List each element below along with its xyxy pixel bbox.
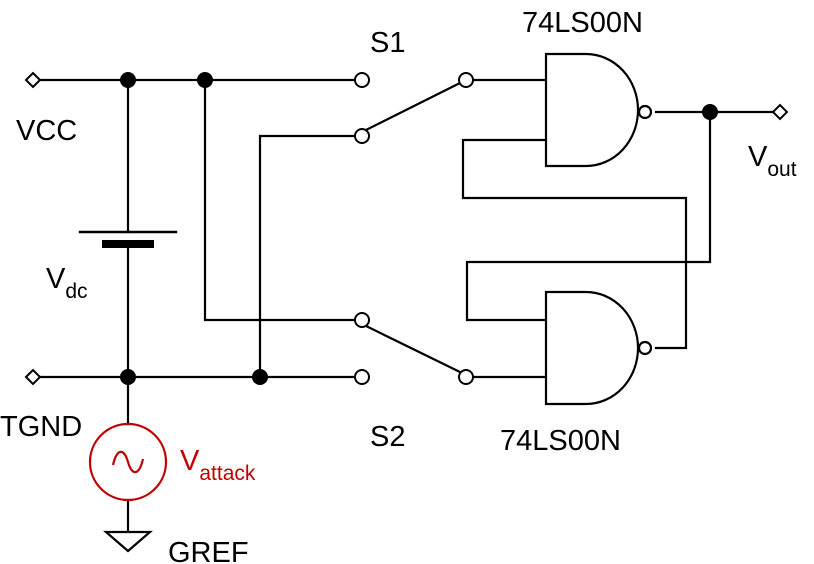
junctions — [120, 72, 718, 385]
attack-source — [88, 422, 168, 502]
s1-terminal-top — [354, 72, 370, 88]
feedback-wire-1 — [465, 110, 712, 322]
s2-terminal-top — [354, 312, 370, 328]
nand-gate-bottom-body — [544, 290, 640, 406]
junction-dot — [197, 72, 213, 88]
ground-icon — [103, 530, 153, 553]
ports — [24, 71, 789, 386]
nand-gate-bottom — [544, 290, 653, 406]
vattack-label-main: V — [180, 445, 200, 477]
vdc-label: Vdc — [46, 263, 88, 303]
battery-short-plate — [102, 240, 154, 248]
labels: VCC TGND GREF S1 S2 74LS00N 74LS00N Vdc … — [0, 7, 797, 564]
nand-gate-top-bubble — [637, 104, 653, 120]
vdc-label-sub: dc — [65, 280, 87, 303]
s2-common-terminal — [458, 369, 474, 385]
ac-source-circle — [88, 422, 168, 502]
ground-symbol — [103, 530, 153, 553]
junction-dot — [120, 72, 136, 88]
junction-dot — [702, 104, 718, 120]
gref-label: GREF — [168, 537, 249, 564]
vattack-label: Vattack — [180, 445, 256, 485]
nand-gate-bottom-bubble — [637, 340, 653, 356]
s2-blade — [364, 324, 462, 374]
s2-terminal-bottom — [354, 369, 370, 385]
vdc-label-main: V — [46, 263, 66, 295]
junction-dot — [120, 369, 136, 385]
vout-label-main: V — [748, 141, 768, 173]
vout-port-icon — [771, 103, 789, 121]
wires — [38, 78, 775, 534]
battery-vdc — [78, 230, 178, 248]
s1-label: S1 — [370, 27, 405, 59]
s1-terminal-bottom — [354, 128, 370, 144]
s1-common-terminal — [458, 72, 474, 88]
feedback-wire-2 — [461, 138, 688, 350]
nand-gate-top — [544, 52, 653, 168]
tgnd-to-s1-wire — [258, 134, 357, 379]
vout-label-sub: out — [767, 158, 796, 181]
switch-terminals — [354, 72, 474, 385]
tgnd-port-icon — [24, 368, 42, 386]
sine-wave-icon — [111, 450, 145, 474]
vcc-port-icon — [24, 71, 42, 89]
vcc-to-s2-wire — [203, 78, 357, 322]
gate-top-label: 74LS00N — [522, 7, 643, 39]
gate-bottom-label: 74LS00N — [500, 425, 621, 457]
tgnd-label: TGND — [0, 411, 82, 443]
vout-label: Vout — [748, 141, 797, 181]
vcc-label: VCC — [16, 115, 77, 147]
vattack-label-sub: attack — [199, 462, 256, 485]
s1-blade — [364, 81, 462, 132]
junction-dot — [252, 369, 268, 385]
nand-gate-top-body — [544, 52, 640, 168]
s2-label: S2 — [370, 421, 405, 453]
